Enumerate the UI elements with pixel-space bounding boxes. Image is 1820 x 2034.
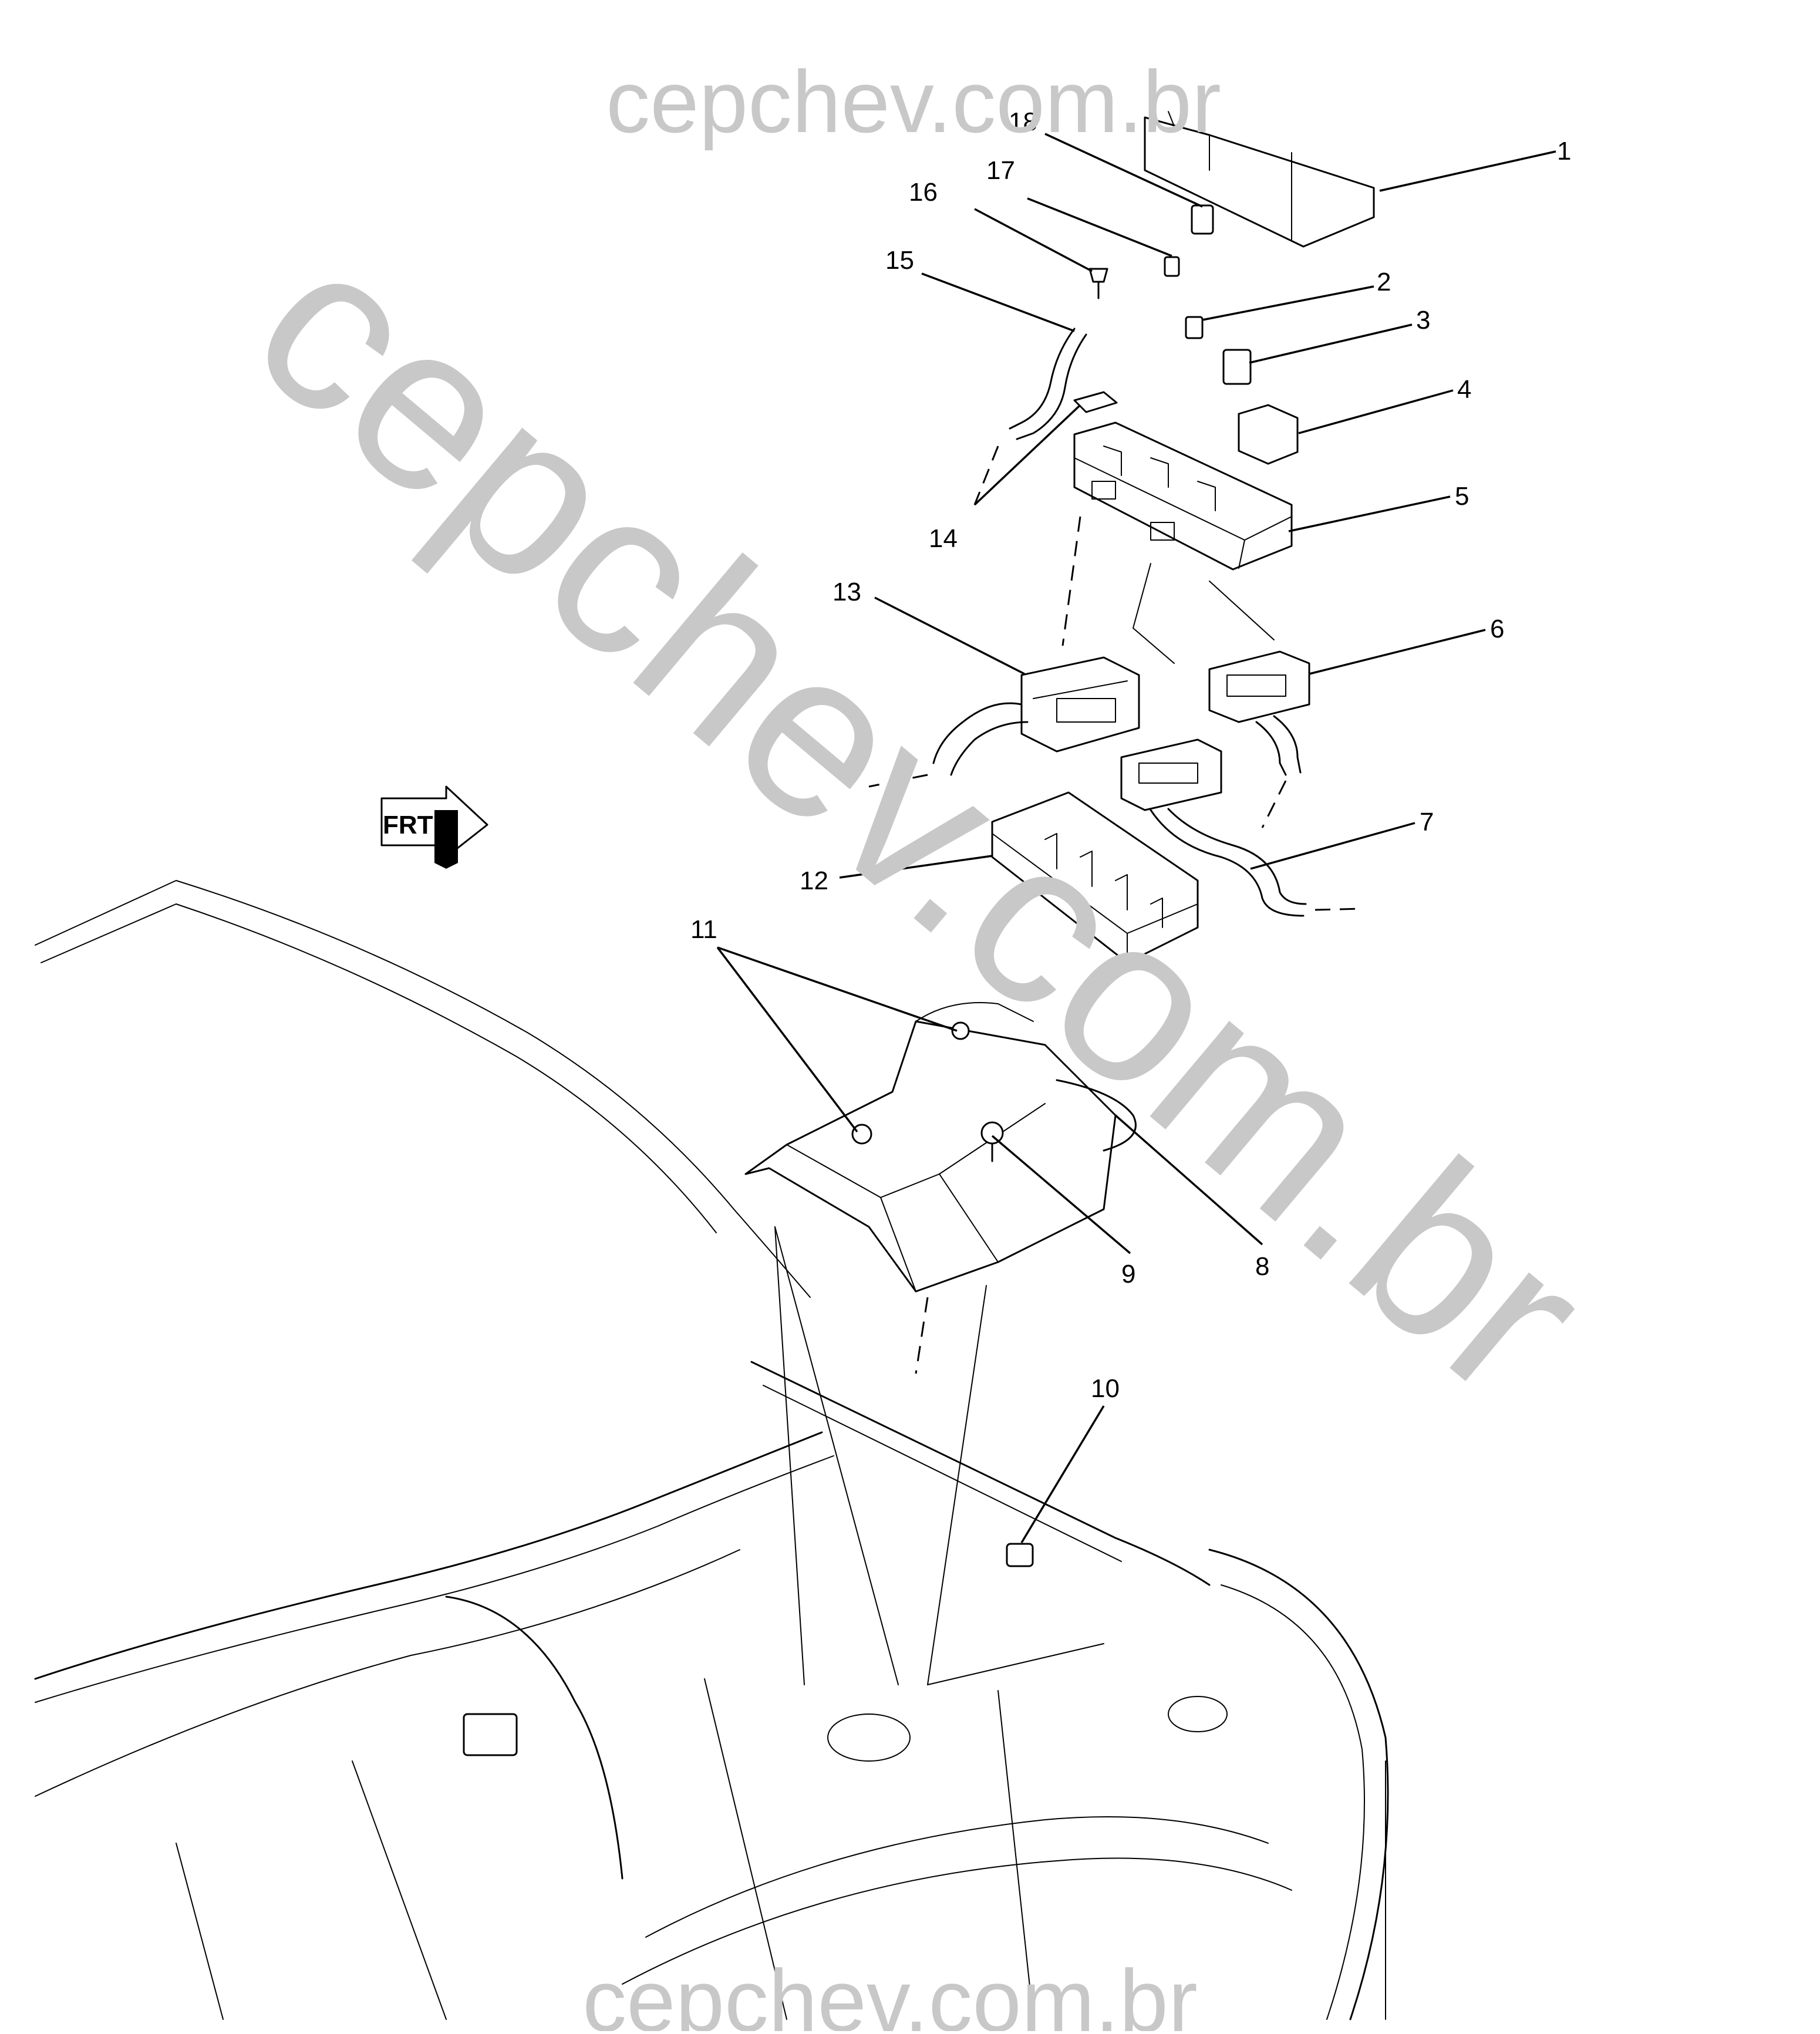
watermark-bottom: cepchev.com.br [582,1951,1198,2031]
callout-15: 15 [885,246,914,275]
fuse-block-5 [1061,421,1293,664]
callout-17: 17 [986,156,1015,185]
callout-11: 11 [690,915,717,944]
callout-4: 4 [1457,375,1471,404]
callout-14: 14 [929,524,958,553]
vehicle-body [34,880,1389,2020]
frt-label: FRT [383,811,433,839]
strut-tower-right [1168,1696,1228,1732]
lower-housing-12 [991,791,1199,964]
fender-right [1208,1549,1389,2020]
cowl-panel [34,1431,823,1680]
callout-13: 13 [833,578,861,606]
bolt-9 [980,1121,1004,1145]
fuse-relay-items [1088,204,1299,465]
fuse-block-cover [1144,111,1375,248]
connector-6 [1208,650,1310,828]
hood-outline [35,880,811,1298]
callout-labels: 1 2 3 4 5 6 7 8 9 10 11 12 13 14 15 16 1… [690,107,1571,1403]
callout-1: 1 [1557,137,1571,166]
nut-10 [1006,1543,1034,1567]
callout-5: 5 [1455,482,1469,511]
callout-8: 8 [1255,1252,1269,1281]
watermark-top: cepchev.com.br [606,52,1221,151]
upper-tie-bar [750,1361,1211,1586]
mini-fuse-18 [1191,204,1214,235]
connector-7 [1120,738,1363,917]
fuse-2 [1185,316,1204,339]
callout-3: 3 [1416,306,1430,335]
callout-10: 10 [1091,1374,1120,1403]
connector-13 [868,656,1140,788]
fasteners [851,1021,1034,1567]
terminal-14 [1073,391,1118,413]
relay-4 [1238,404,1299,465]
micro-relay-3 [1222,349,1252,385]
front-direction-indicator: FRT [380,785,488,869]
nut-11b [851,1124,872,1145]
callout-12: 12 [800,866,828,895]
callout-7: 7 [1420,808,1434,836]
fuse-17 [1164,256,1180,277]
callout-16: 16 [909,178,938,207]
callout-18: 18 [1009,107,1037,136]
relay-bracket-block [463,1713,518,1756]
strut-tower-left [827,1713,911,1762]
cable-15 [1009,328,1076,430]
battery-cable-parts [973,328,1118,505]
nut-11a [951,1021,970,1040]
leader-lines [716,133,1556,1543]
callout-6: 6 [1490,615,1504,643]
callout-9: 9 [1121,1260,1135,1288]
projection-lines [774,1226,1104,1685]
bolt-16 [1088,268,1108,283]
callout-2: 2 [1377,268,1391,296]
